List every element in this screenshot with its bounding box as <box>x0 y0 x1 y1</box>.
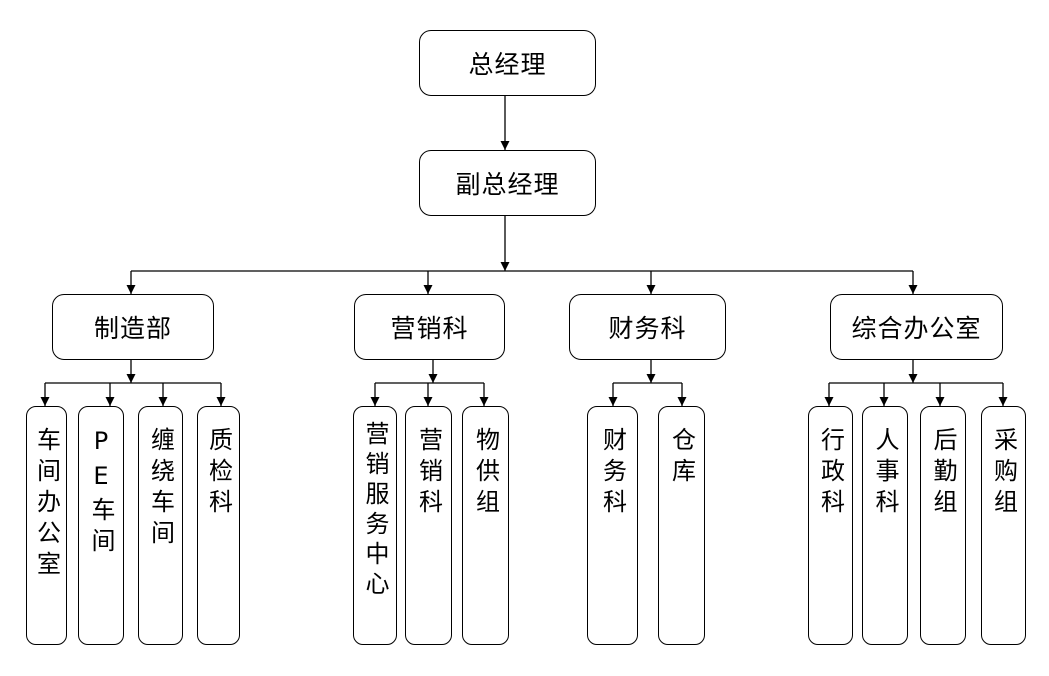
node-label: 营销科 <box>390 314 469 343</box>
node-label: 仓库 <box>667 427 696 489</box>
node-label: 营销科 <box>414 427 443 520</box>
node-label: 后勤组 <box>929 427 957 520</box>
node-label: 缠绕车间 <box>146 427 175 551</box>
node-deputy-general-manager: 副总经理 <box>419 150 596 216</box>
node-supply-group: 物供组 <box>462 406 509 645</box>
node-marketing-service-center: 营销服务中心 <box>353 406 397 645</box>
node-general-manager: 总经理 <box>419 30 596 96</box>
node-label: 行政科 <box>816 427 845 520</box>
node-logistics-group: 后勤组 <box>920 406 966 645</box>
node-warehouse: 仓库 <box>658 406 705 645</box>
node-label: 财务科 <box>598 427 627 520</box>
node-label: 制造部 <box>93 314 172 343</box>
node-label: 财务科 <box>608 314 687 343</box>
node-quality-inspection: 质检科 <box>197 406 240 645</box>
node-label: 车间办公室 <box>32 427 61 582</box>
node-manufacturing-dept: 制造部 <box>52 294 214 360</box>
node-workshop-office: 车间办公室 <box>26 406 67 645</box>
node-finance-section: 财务科 <box>587 406 638 645</box>
node-procurement-group: 采购组 <box>981 406 1026 645</box>
node-label: 采购组 <box>989 427 1018 520</box>
node-marketing-dept: 营销科 <box>354 294 505 360</box>
node-winding-workshop: 缠绕车间 <box>138 406 183 645</box>
node-finance-dept: 财务科 <box>569 294 726 360</box>
node-label: 营销服务中心 <box>361 421 389 601</box>
node-label: 人事科 <box>871 427 899 520</box>
node-pe-workshop: PE车间 <box>78 406 124 645</box>
node-administration: 行政科 <box>808 406 853 645</box>
node-label: 物供组 <box>471 427 500 520</box>
node-general-office: 综合办公室 <box>830 294 1003 360</box>
node-label: PE车间 <box>87 427 115 559</box>
node-marketing-section: 营销科 <box>405 406 452 645</box>
node-human-resources: 人事科 <box>862 406 908 645</box>
node-label: 副总经理 <box>455 170 560 199</box>
node-label: 质检科 <box>204 427 233 520</box>
node-label: 综合办公室 <box>851 314 982 343</box>
node-label: 总经理 <box>468 50 547 79</box>
